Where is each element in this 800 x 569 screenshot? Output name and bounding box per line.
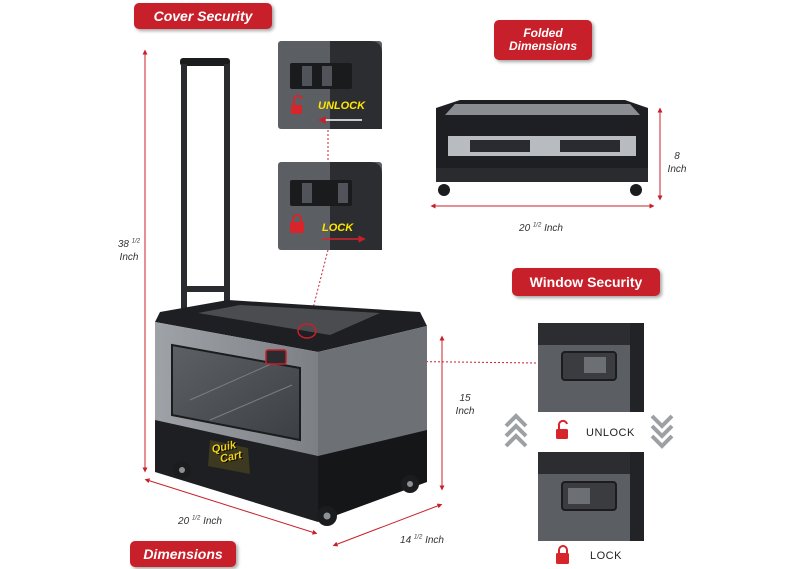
handle-rod-right	[224, 64, 230, 314]
cover-unlock-padlock-icon	[291, 94, 303, 114]
dimension-lines	[142, 49, 663, 547]
window-unlock-padlock-icon	[556, 419, 568, 439]
folded-dimensions-badge: Folded Dimensions	[494, 20, 592, 60]
handle-rod-left	[181, 64, 187, 314]
chevron-down-icon	[650, 414, 674, 449]
cover-lock-label: LOCK	[322, 222, 354, 234]
cover-lock-inset	[278, 162, 382, 250]
folded-height-label: 8 Inch	[667, 151, 687, 175]
cover-lock-padlock-icon	[290, 214, 304, 233]
window	[171, 343, 301, 442]
window-lock-inset	[538, 452, 644, 541]
window-unlock-label: UNLOCK	[586, 427, 635, 439]
width-label: 20 1/2 Inch	[178, 515, 222, 527]
cart-main	[155, 58, 427, 526]
window-latch-marker	[265, 349, 287, 365]
cover-security-badge: Cover Security	[134, 3, 272, 29]
window-lock-label: LOCK	[590, 550, 622, 562]
depth-label: 14 1/2 Inch	[400, 534, 444, 546]
cover-unlock-inset	[278, 41, 382, 129]
dimensions-badge: Dimensions	[130, 541, 236, 567]
depth-line	[332, 503, 443, 547]
folded-width-label: 20 1/2 Inch	[519, 222, 563, 234]
cart-folded	[436, 100, 648, 196]
window-security-badge: Window Security	[512, 268, 660, 296]
cover-latch-marker	[297, 323, 317, 339]
window-unlock-inset	[538, 323, 644, 412]
width-line	[144, 478, 318, 535]
brand-logo	[208, 440, 250, 474]
box-height-label: 15 Inch	[455, 393, 475, 417]
chevron-up-icon	[504, 413, 528, 448]
window-lock-padlock-icon	[556, 545, 569, 564]
height-label: 38 1/2 Inch	[117, 238, 141, 263]
handle-grip	[180, 58, 230, 66]
cover-unlock-label: UNLOCK	[318, 100, 366, 112]
